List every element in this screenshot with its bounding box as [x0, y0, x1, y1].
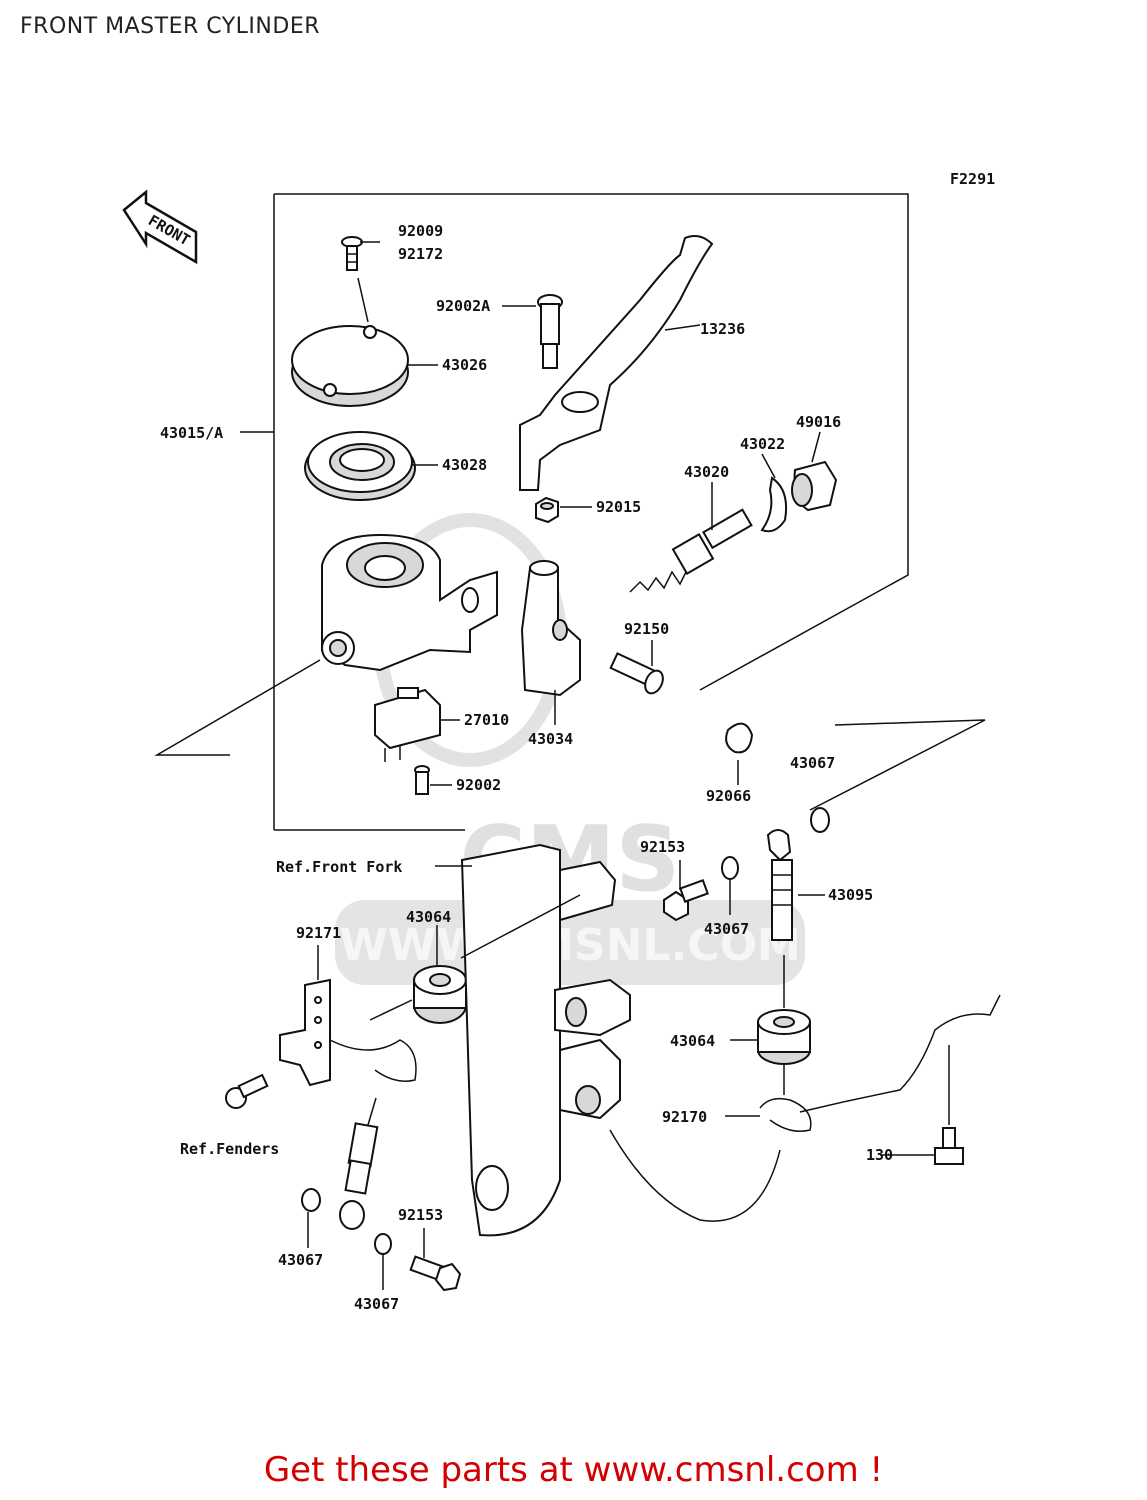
brake-lever-icon: [519, 235, 714, 491]
part-label: 43020: [684, 463, 729, 481]
part-label: 43067: [790, 754, 835, 772]
reservoir-cap-icon: [291, 325, 409, 407]
part-label: 27010: [464, 711, 509, 729]
part-label: 43034: [528, 730, 573, 748]
brake-hose-icon: [339, 1097, 379, 1230]
page-title: FRONT MASTER CYLINDER: [20, 14, 321, 39]
part-label: 92009: [398, 222, 443, 240]
part-label: 43067: [354, 1295, 399, 1313]
grommet-icon: [413, 965, 811, 1065]
part-label: 13236: [700, 320, 745, 338]
assembly-frame: [154, 193, 986, 831]
pivot-bolt-icon: [502, 294, 563, 369]
diaphragm-icon: [304, 431, 416, 501]
banjo-bolt-icon: [663, 879, 709, 922]
clamp-bracket-icon: [520, 560, 581, 697]
hose-bracket-icon: [279, 978, 417, 1087]
leader-lines: [240, 364, 935, 1290]
small-bolt-icon: [934, 1045, 964, 1165]
lower-banjo-bolt-icon: [409, 1255, 462, 1292]
part-label: 43026: [442, 356, 487, 374]
part-label: 130: [866, 1146, 893, 1164]
piston-assembly-icon: [629, 460, 838, 593]
part-label: 43022: [740, 435, 785, 453]
part-label: 43015/A: [160, 424, 223, 442]
watermark-url: WWW.CMSNL.COM: [339, 920, 801, 971]
banjo-screw-icon: [609, 652, 664, 695]
dust-cap-icon: [725, 722, 754, 754]
master-cylinder-body-icon: [321, 533, 498, 672]
brake-switch-icon: [374, 687, 441, 762]
figure-code: F2291: [950, 170, 995, 188]
hose-clamp-icon: [609, 994, 1001, 1222]
part-label: 43064: [670, 1032, 715, 1050]
part-label: 49016: [796, 413, 841, 431]
switch-screw-icon: [414, 765, 430, 795]
ref-front-fork-label: Ref.Front Fork: [276, 858, 402, 876]
parts-diagram: CMS WWW.CMSNL.COM FRONT F2291: [122, 170, 1001, 1313]
part-label: 92002A: [436, 297, 490, 315]
part-label: 43067: [278, 1251, 323, 1269]
part-label: 92002: [456, 776, 501, 794]
fender-bolt-icon: [225, 1073, 269, 1109]
part-label: 92153: [398, 1206, 443, 1224]
front-fork-icon: [435, 843, 631, 1237]
part-label: 92172: [398, 245, 443, 263]
washer-icon: [301, 807, 830, 1255]
part-label: 92153: [640, 838, 685, 856]
front-arrow-icon: FRONT: [122, 189, 198, 265]
screw-icon: [341, 236, 380, 323]
part-label: 92015: [596, 498, 641, 516]
part-label: 43095: [828, 886, 873, 904]
part-label: 92066: [706, 787, 751, 805]
part-label: 43028: [442, 456, 487, 474]
footer-cta-link[interactable]: Get these parts at www.cmsnl.com !: [263, 1450, 884, 1490]
part-label: 43067: [704, 920, 749, 938]
part-label: 92170: [662, 1108, 707, 1126]
hose-fitting-icon: [766, 829, 793, 941]
nut-icon: [535, 496, 559, 524]
part-labels: 92009 92172 92002A 13236 43026 43015/A 4…: [160, 222, 893, 1313]
part-label: 92171: [296, 924, 341, 942]
ref-fenders-label: Ref.Fenders: [180, 1140, 279, 1158]
part-label: 43064: [406, 908, 451, 926]
part-label: 92150: [624, 620, 669, 638]
